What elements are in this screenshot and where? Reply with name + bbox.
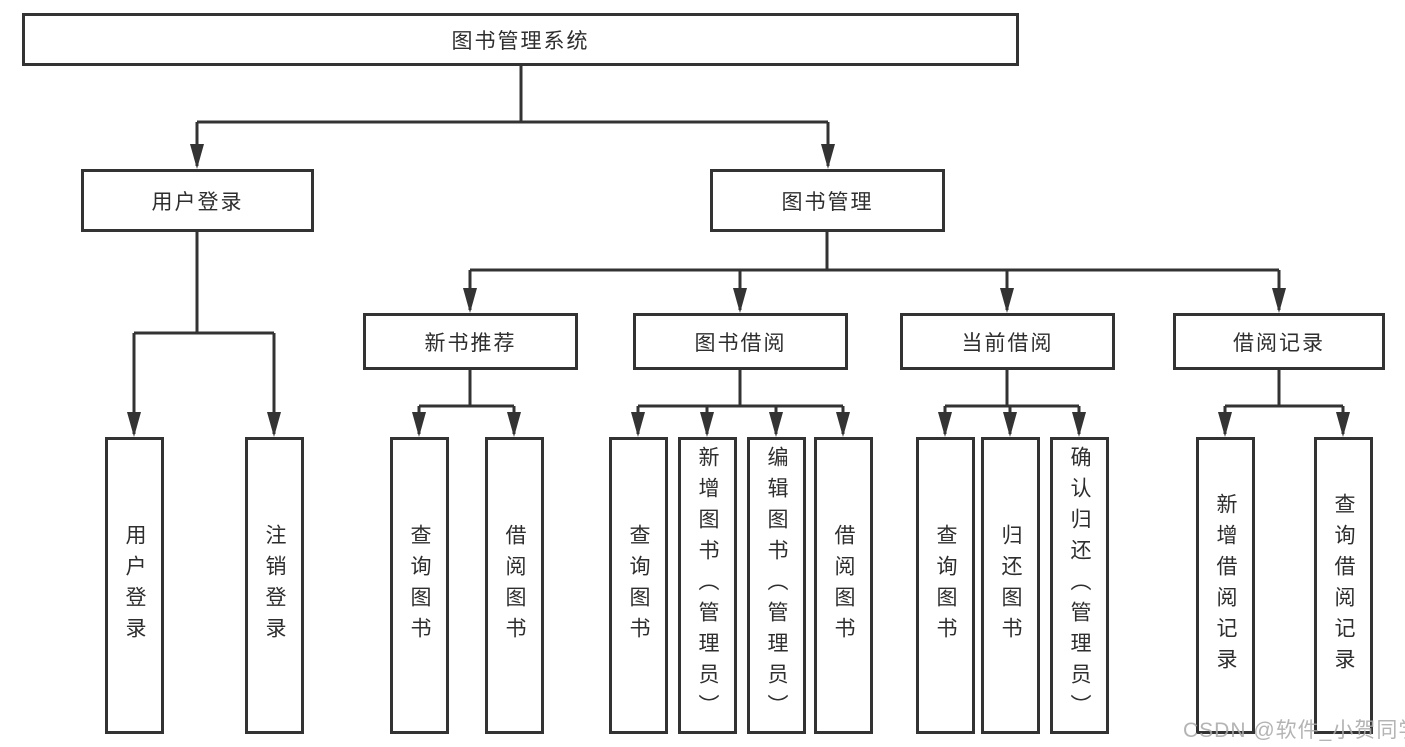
arrow-icon (267, 412, 281, 437)
arrow-icon (1272, 288, 1286, 313)
leaf-logout: 注销登录 (245, 437, 304, 734)
node-book-management: 图书管理 (710, 169, 945, 232)
leaf-label: 借阅图书 (832, 523, 855, 648)
arrow-icon (1072, 412, 1086, 437)
arrow-icon (700, 412, 714, 437)
leaf-confirm-return-admin: 确认归还（管理员） (1050, 437, 1109, 734)
node-user-login: 用户登录 (81, 169, 314, 232)
arrow-icon (412, 412, 426, 437)
arrow-icon (1218, 412, 1232, 437)
leaf-borrow-books-recommend: 借阅图书 (485, 437, 544, 734)
leaf-label: 用户登录 (123, 523, 146, 648)
leaf-label: 新增借阅记录 (1214, 492, 1237, 679)
leaf-label: 查询图书 (627, 523, 650, 648)
node-new-book-recommend: 新书推荐 (363, 313, 578, 370)
arrow-icon (1000, 288, 1014, 313)
connector-userlogin-to-leaves (132, 232, 276, 434)
node-borrowing-records: 借阅记录 (1173, 313, 1385, 370)
arrow-icon (733, 288, 747, 313)
leaf-label: 借阅图书 (503, 523, 526, 648)
leaf-user-login: 用户登录 (105, 437, 164, 734)
leaf-add-borrow-record: 新增借阅记录 (1196, 437, 1255, 734)
node-book-borrowing: 图书借阅 (633, 313, 848, 370)
arrow-icon (631, 412, 645, 437)
leaf-label: 确认归还（管理员） (1068, 446, 1091, 725)
arrow-icon (127, 412, 141, 437)
node-root-system: 图书管理系统 (22, 13, 1019, 66)
connector-current-to-leaves (943, 370, 1081, 434)
arrow-icon (821, 144, 835, 169)
leaf-add-books-admin: 新增图书（管理员） (678, 437, 737, 734)
leaf-label: 编辑图书（管理员） (765, 446, 788, 725)
arrow-icon (769, 412, 783, 437)
arrow-icon (938, 412, 952, 437)
leaf-label: 新增图书（管理员） (696, 446, 719, 725)
connector-borrowing-to-leaves (636, 370, 845, 434)
arrow-icon (190, 144, 204, 169)
leaf-edit-books-admin: 编辑图书（管理员） (747, 437, 806, 734)
arrow-icon (1003, 412, 1017, 437)
connector-records-to-leaves (1223, 370, 1345, 434)
node-current-borrowing: 当前借阅 (900, 313, 1115, 370)
leaf-label: 查询图书 (408, 523, 431, 648)
leaf-borrow-books: 借阅图书 (814, 437, 873, 734)
leaf-query-borrow-record: 查询借阅记录 (1314, 437, 1373, 734)
leaf-label: 查询图书 (934, 523, 957, 648)
arrow-icon (463, 288, 477, 313)
leaf-query-books-recommend: 查询图书 (390, 437, 449, 734)
leaf-query-books-current: 查询图书 (916, 437, 975, 734)
leaf-label: 归还图书 (999, 523, 1022, 648)
arrow-icon (507, 412, 521, 437)
arrow-icon (1336, 412, 1350, 437)
connector-root-to-level2 (195, 66, 830, 166)
csdn-watermark: CSDN @软件_小贺同学 (1183, 719, 1405, 742)
connector-bookmgmt-to-level3 (468, 232, 1281, 310)
leaf-label: 查询借阅记录 (1332, 492, 1355, 679)
arrow-icon (836, 412, 850, 437)
leaf-label: 注销登录 (263, 523, 286, 648)
connector-newbooks-to-leaves (417, 370, 516, 434)
leaf-query-books-borrowing: 查询图书 (609, 437, 668, 734)
leaf-return-books: 归还图书 (981, 437, 1040, 734)
